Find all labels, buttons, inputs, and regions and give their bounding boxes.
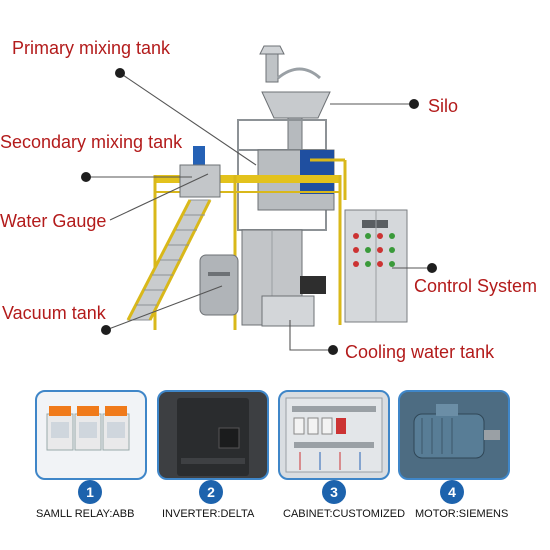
motor-photo bbox=[398, 390, 510, 480]
badge-1: 1 bbox=[78, 480, 102, 504]
caption-relay: SAMLL RELAY:ABB bbox=[36, 508, 135, 520]
badge-3: 3 bbox=[322, 480, 346, 504]
leader-primary-mixing-tank bbox=[119, 72, 257, 166]
inverter-photo bbox=[157, 390, 269, 480]
leader-water-gauge bbox=[109, 173, 209, 221]
cabinet-photo bbox=[278, 390, 390, 480]
dot-vacuum-tank bbox=[101, 325, 111, 335]
leader-cooling-water-tank bbox=[289, 320, 333, 351]
relay-photo bbox=[35, 390, 147, 480]
label-silo: Silo bbox=[428, 96, 459, 116]
cabinet-icon bbox=[285, 397, 383, 473]
caption-inverter: INVERTER:DELTA bbox=[162, 508, 255, 520]
badge-2: 2 bbox=[199, 480, 223, 504]
dot-secondary-mixing-tank bbox=[81, 172, 91, 182]
label-water-gauge: Water Gauge bbox=[0, 211, 107, 231]
inverter-icon bbox=[177, 398, 249, 476]
dot-primary-mixing-tank bbox=[115, 68, 125, 78]
caption-cabinet: CABINET:CUSTOMIZED bbox=[283, 508, 406, 520]
component-cabinet bbox=[278, 390, 390, 480]
cooling-water-tank-icon bbox=[261, 276, 326, 327]
label-control-system: Control System bbox=[414, 276, 538, 296]
component-motor bbox=[398, 390, 510, 480]
component-inverter bbox=[157, 390, 269, 480]
stairs bbox=[126, 199, 212, 321]
label-cooling-water-tank: Cooling water tank bbox=[345, 342, 495, 362]
label-primary-mixing-tank: Primary mixing tank bbox=[12, 38, 171, 58]
dot-control-system bbox=[427, 263, 437, 273]
control-cabinet-icon bbox=[344, 209, 408, 323]
caption-motor: MOTOR:SIEMENS bbox=[415, 508, 509, 520]
relay-icon bbox=[46, 406, 130, 451]
label-vacuum-tank: Vacuum tank bbox=[2, 303, 106, 323]
dot-silo bbox=[409, 99, 419, 109]
vacuum-tank-icon bbox=[199, 254, 239, 316]
dot-cooling-water-tank bbox=[328, 345, 338, 355]
motor-icon bbox=[413, 404, 500, 459]
primary-mixing-tank-icon bbox=[179, 146, 221, 198]
machine-illustration bbox=[81, 45, 437, 355]
badge-4: 4 bbox=[440, 480, 464, 504]
label-secondary-mixing-tank: Secondary mixing tank bbox=[0, 132, 183, 152]
component-relay bbox=[35, 390, 147, 480]
leader-vacuum-tank bbox=[105, 285, 223, 331]
silo-icon bbox=[259, 45, 331, 159]
